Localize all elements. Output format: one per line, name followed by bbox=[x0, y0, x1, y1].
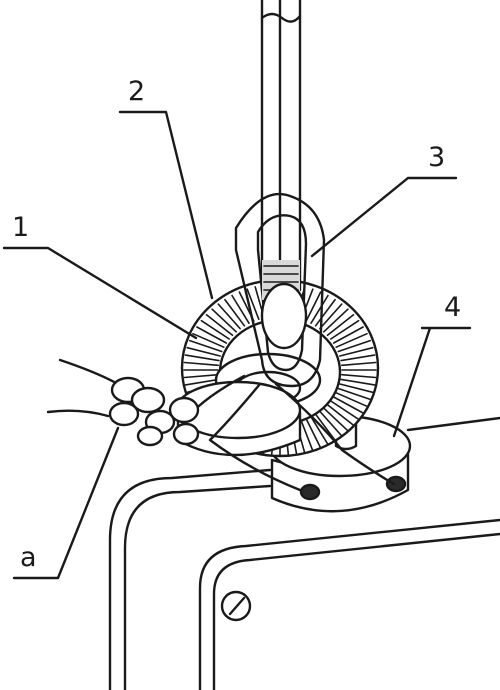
ring-hatch-line bbox=[332, 396, 364, 414]
ring-hatch-line bbox=[340, 378, 376, 386]
guide-hole-left bbox=[299, 483, 321, 501]
callout-1: 1 bbox=[12, 212, 29, 243]
ring-hatch-line bbox=[184, 378, 220, 386]
ring-hatch-line bbox=[310, 294, 329, 325]
ring-hatch-line bbox=[337, 387, 372, 401]
ring-hatch-line bbox=[322, 308, 349, 333]
ring-hatch-line bbox=[192, 332, 225, 349]
ring-hatch-line bbox=[339, 346, 374, 357]
ring-hatch-line bbox=[319, 410, 343, 437]
ring-hatch-line bbox=[337, 339, 372, 353]
ring-hatch-line bbox=[310, 415, 329, 446]
guide-hole-right bbox=[385, 475, 407, 493]
ring-hatch-line bbox=[329, 319, 360, 340]
screw-slot bbox=[228, 596, 246, 616]
ring-hatch-line bbox=[211, 308, 237, 333]
chain-stitch bbox=[108, 376, 200, 447]
thread-loop bbox=[234, 192, 326, 388]
ring-hatch-line bbox=[339, 383, 374, 394]
ring-hatch-line bbox=[340, 361, 377, 367]
ring-hatch-line bbox=[200, 319, 230, 340]
ring-hatch-line bbox=[300, 419, 314, 452]
ring-hatch-line bbox=[246, 288, 260, 321]
thread-guide-block bbox=[268, 403, 412, 513]
ring-hatch-line bbox=[224, 298, 246, 327]
callout-a: a bbox=[20, 542, 37, 573]
needle-bar bbox=[260, 0, 302, 292]
cover-plate bbox=[198, 518, 500, 690]
ring-hatch-line bbox=[319, 303, 343, 330]
leader-2 bbox=[118, 110, 214, 300]
ring-hatch-line bbox=[340, 373, 377, 379]
ring-hatch-line bbox=[326, 313, 355, 337]
ring-hatch-line bbox=[335, 332, 368, 349]
ring-hatch-line bbox=[189, 339, 223, 353]
ring-hatch-line bbox=[231, 294, 250, 325]
ring-hatch-line bbox=[314, 298, 336, 327]
callout-2: 2 bbox=[128, 76, 145, 107]
ring-hatch-line bbox=[340, 354, 376, 362]
ring-hatch-line bbox=[335, 391, 368, 408]
machine-bed bbox=[108, 416, 500, 690]
ring-hatch-line bbox=[186, 346, 221, 357]
ring-hatch-line bbox=[205, 313, 234, 337]
callout-3: 3 bbox=[428, 142, 445, 173]
leader-a bbox=[12, 426, 120, 580]
ring-hatch-line bbox=[329, 400, 360, 421]
ring-hatch-line bbox=[314, 413, 336, 442]
ring-hatch-line bbox=[332, 326, 364, 344]
ring-hatch-line bbox=[183, 373, 219, 379]
leader-lines bbox=[2, 110, 472, 580]
ring-hatch-line bbox=[305, 418, 322, 449]
ring-hatch-line bbox=[326, 403, 355, 427]
ring-hatch-line bbox=[196, 326, 228, 344]
ring-hatch-line bbox=[305, 291, 322, 322]
leader-1 bbox=[2, 246, 198, 340]
ring-hatch-line bbox=[217, 303, 241, 330]
ring-hatch-line bbox=[183, 361, 219, 367]
ring-hatch-line bbox=[322, 407, 349, 432]
ring-hatch-line bbox=[184, 354, 220, 362]
callout-4: 4 bbox=[444, 292, 461, 323]
leader-3 bbox=[310, 176, 458, 258]
screw-head bbox=[220, 590, 252, 622]
leader-4 bbox=[392, 326, 472, 438]
